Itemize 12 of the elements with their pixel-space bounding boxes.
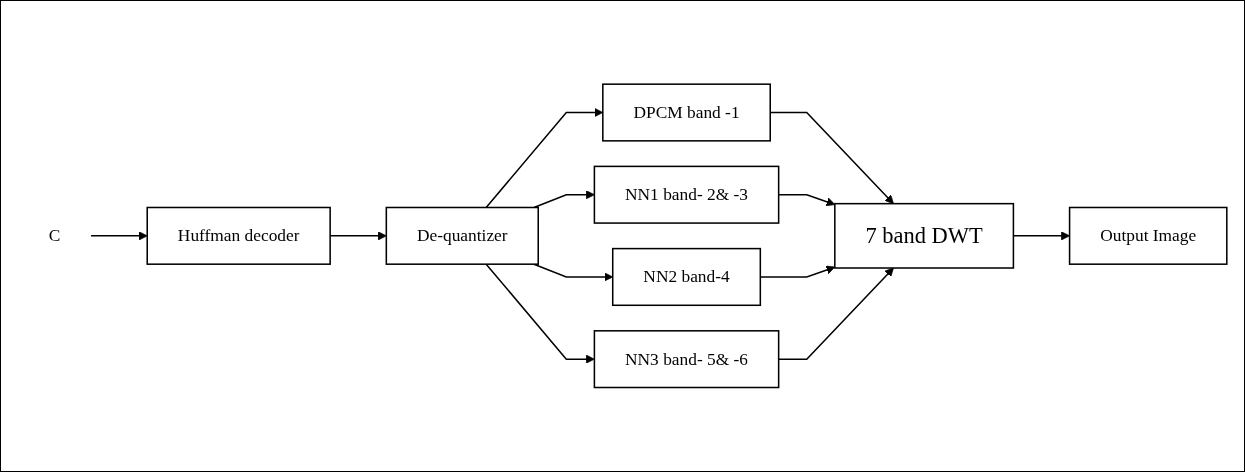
transform-box: 7 band DWT <box>834 203 1015 269</box>
process-box: NN3 band- 5& -6 <box>593 330 780 389</box>
process-box: De-quantizer <box>385 206 539 266</box>
process-box: DPCM band -1 <box>602 83 771 142</box>
process-box: NN2 band-4 <box>611 248 762 307</box>
input-label: C <box>48 226 61 246</box>
process-box: Output Image <box>1068 206 1228 266</box>
process-box: NN1 band- 2& -3 <box>593 165 780 224</box>
process-box: Huffman decoder <box>146 206 331 266</box>
arrow <box>90 231 148 241</box>
arrow <box>485 263 595 364</box>
arrow <box>533 190 595 209</box>
